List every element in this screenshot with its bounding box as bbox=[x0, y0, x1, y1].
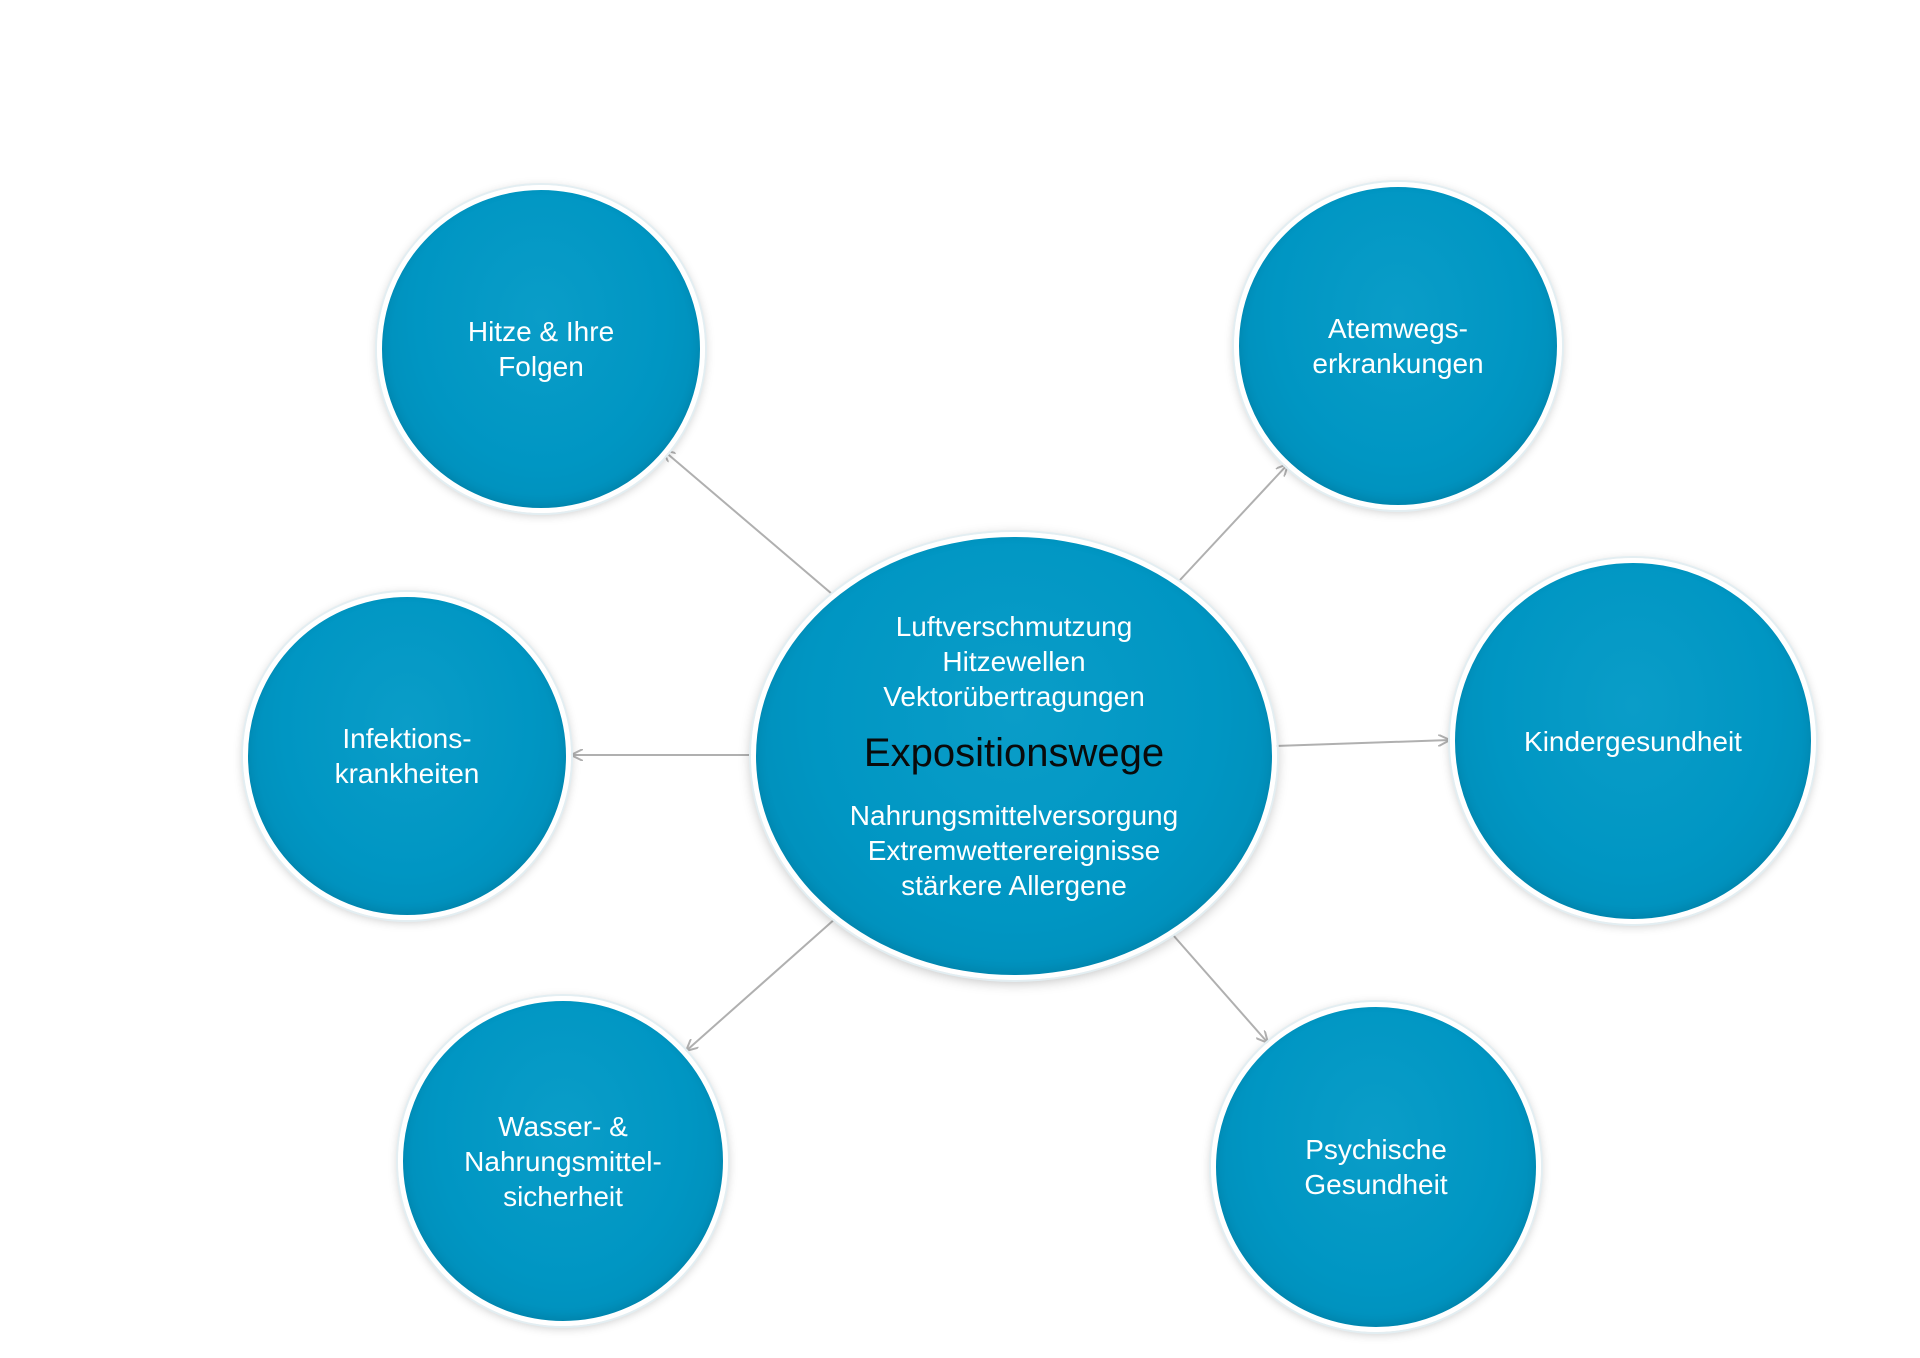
node-heat-label: Hitze & Ihre Folgen bbox=[467, 316, 615, 382]
center-top-list: Luftverschmutzung Hitzewellen Vektorüber… bbox=[883, 609, 1145, 714]
node-children-label: Kindergesundheit bbox=[1524, 725, 1742, 757]
center-item-extremwetterereignisse: Extremwetterereignisse bbox=[867, 835, 1161, 866]
arrow-to-mental bbox=[1172, 934, 1268, 1043]
node-children: Kindergesundheit bbox=[1450, 558, 1816, 924]
arrow-to-respiratory bbox=[1179, 464, 1288, 581]
node-infection-label: Infektions- krankheiten bbox=[334, 723, 480, 789]
node-respiratory-label: Atemwegs- erkrankungen bbox=[1312, 313, 1484, 379]
arrow-to-heat bbox=[663, 450, 833, 595]
arrow-to-children bbox=[1274, 740, 1450, 747]
node-water-food: Wasser- & Nahrungsmittel- sicherheit bbox=[398, 996, 728, 1326]
center-item-allergene: stärkere Allergene bbox=[901, 870, 1127, 901]
center-item-hitzewellen: Hitzewellen bbox=[942, 646, 1086, 677]
node-respiratory: Atemwegs- erkrankungen bbox=[1234, 182, 1562, 510]
center-item-luftverschmutzung: Luftverschmutzung bbox=[895, 611, 1133, 642]
center-title: Expositionswege bbox=[863, 731, 1165, 775]
arrow-to-water-food bbox=[686, 917, 837, 1051]
center-node-expositionswege: Luftverschmutzung Hitzewellen Vektorüber… bbox=[751, 532, 1277, 980]
node-water-food-label: Wasser- & Nahrungsmittel- sicherheit bbox=[464, 1110, 662, 1212]
node-mental: Psychische Gesundheit bbox=[1211, 1002, 1541, 1332]
center-item-vektoruebertragungen: Vektorübertragungen bbox=[883, 681, 1145, 712]
node-mental-label: Psychische Gesundheit bbox=[1304, 1134, 1448, 1200]
node-heat: Hitze & Ihre Folgen bbox=[377, 185, 705, 513]
center-bottom-list: Nahrungsmittelversorgung Extremwetterere… bbox=[850, 798, 1178, 903]
node-infection: Infektions- krankheiten bbox=[243, 592, 571, 920]
center-item-nahrungsmittelversorgung: Nahrungsmittelversorgung bbox=[849, 800, 1179, 831]
